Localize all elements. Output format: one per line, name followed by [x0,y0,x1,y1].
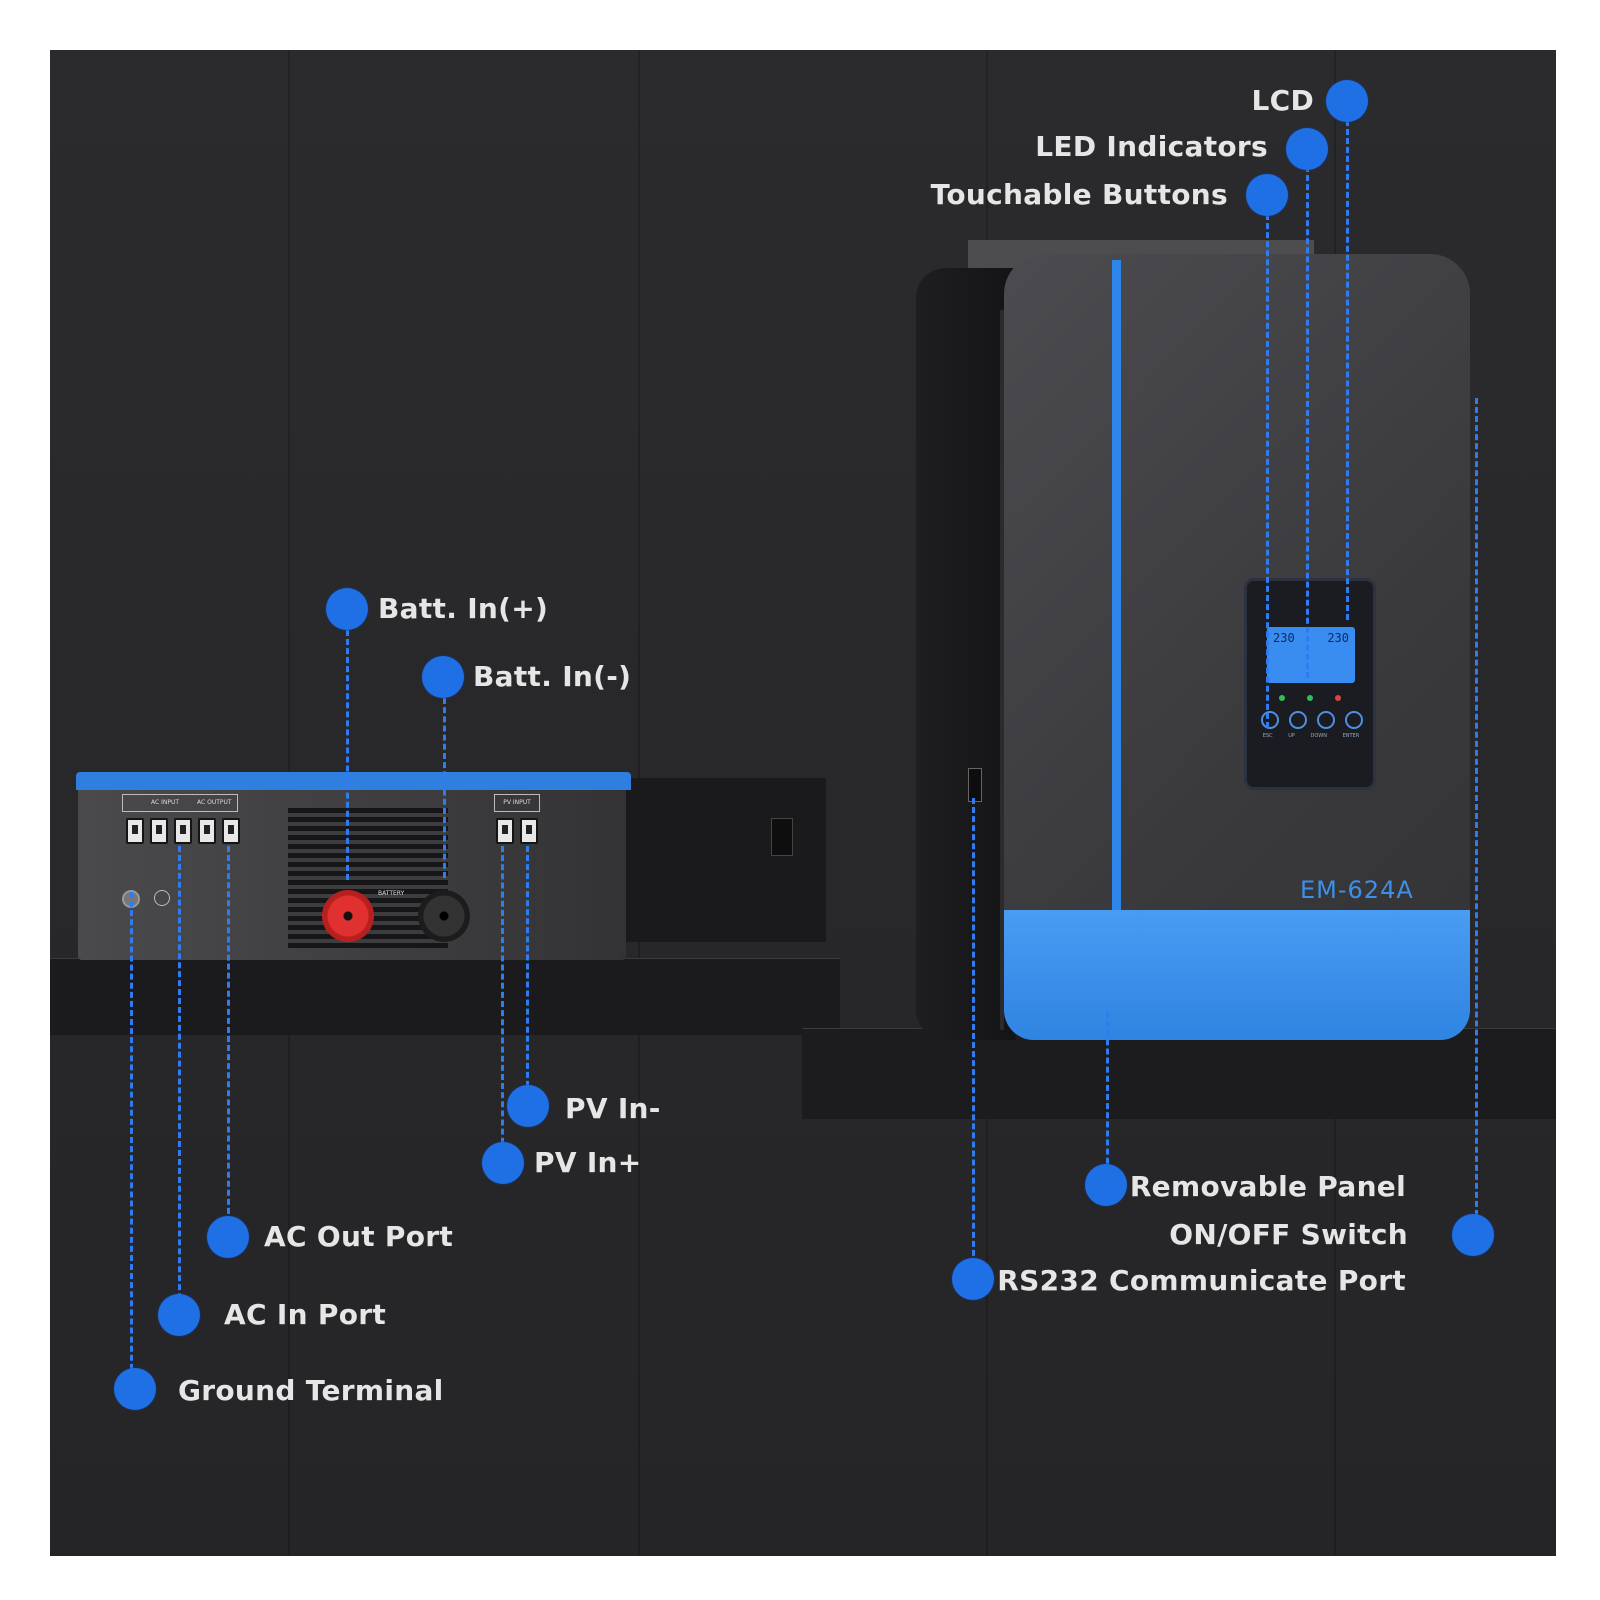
pv-input-label: PV INPUT [503,799,531,806]
left-shelf [50,958,840,1035]
led-leader [1306,166,1309,678]
pv-minus-label: PV In- [565,1092,661,1125]
pv-minus-dot [507,1085,549,1127]
battery-positive-terminal [322,890,374,942]
pv-positive-terminal [496,818,514,844]
ac-output-label: AC OUTPUT [197,799,232,806]
diagram-canvas: AC INPUT AC OUTPUT BATTERY PV INPUT [50,50,1556,1556]
ground-leader [130,892,133,1388]
lcd-right-readout: 230 [1327,631,1349,645]
rs232-leader [972,798,975,1274]
side-edge-highlight [1000,310,1004,1030]
ac-in-label: AC In Port [224,1298,387,1331]
pv-terminal-label-strip: PV INPUT [494,794,540,812]
touch-button-esc [1261,711,1279,729]
ac-input-label: AC INPUT [151,799,180,806]
pv-plus-label: PV In+ [534,1146,642,1179]
pv-plus-dot [482,1142,524,1184]
rs232-port [968,768,982,802]
removable-panel-dot [1085,1164,1127,1206]
ac-output-n-terminal [222,818,240,844]
led-indicators-label: LED Indicators [1035,130,1268,163]
buttons-leader [1266,214,1269,728]
side-port-cover [771,818,793,856]
lcd-leader [1346,120,1349,620]
inverter-front-view: EM-624A 230 230 ESC UP DOWN ENTER [916,240,1476,1040]
inverter-bottom-view: AC INPUT AC OUTPUT BATTERY PV INPUT [76,772,826,960]
led-indicator-inv [1307,695,1313,701]
removable-panel-leader [1106,1012,1109,1182]
ac-in-leader [178,846,181,1308]
btn-label-enter: ENTER [1342,733,1360,739]
batt-plus-label: Batt. In(+) [378,592,549,625]
on-off-switch-dot [1452,1214,1494,1256]
pv-negative-terminal [520,818,538,844]
ac-output-l-terminal [198,818,216,844]
on-off-switch-label: ON/OFF Switch [1169,1218,1408,1251]
lcd-left-readout: 230 [1273,631,1295,645]
ground-screw-terminal [126,818,144,844]
ground-terminal-dot [114,1368,156,1410]
btn-label-esc: ESC [1262,733,1273,739]
lcd-screen: 230 230 [1267,627,1355,683]
lcd-label: LCD [1251,84,1314,117]
batt-minus-leader [443,698,446,878]
ac-out-leader [227,846,230,1232]
rs232-dot [952,1258,994,1300]
front-face [1004,254,1470,1040]
battery-label: BATTERY [378,890,405,897]
inverter-side-panel [916,268,1016,1040]
batt-minus-label: Batt. In(-) [473,660,632,693]
touch-button-down [1317,711,1335,729]
battery-negative-terminal [418,890,470,942]
inverter-side-body [606,778,826,942]
led-indicator-ac [1279,695,1285,701]
btn-label-down: DOWN [1310,733,1327,739]
control-panel: 230 230 ESC UP DOWN ENTER [1244,578,1376,790]
model-label: EM-624A [1300,876,1414,904]
batt-plus-leader [346,630,349,880]
on-off-leader [1475,398,1478,1234]
ac-terminal-label-strip: AC INPUT AC OUTPUT [122,794,238,812]
touchable-buttons-label: Touchable Buttons [930,178,1228,211]
removable-panel [1004,910,1470,1040]
pv-minus-leader [526,846,529,1114]
btn-label-up: UP [1288,733,1295,739]
ac-in-dot [158,1294,200,1336]
pv-plus-leader [501,846,504,1162]
front-blue-stripe [1112,260,1121,910]
touch-button-up [1289,711,1307,729]
bottom-blue-band [76,772,631,790]
ac-out-dot [207,1216,249,1258]
ground-terminal-label: Ground Terminal [178,1374,444,1407]
ac-out-label: AC Out Port [264,1220,454,1253]
touch-button-enter [1345,711,1363,729]
ground-symbol-icon [154,890,170,906]
batt-minus-dot [422,656,464,698]
right-shelf [802,1028,1556,1119]
touch-button-labels: ESC UP DOWN ENTER [1255,733,1367,739]
ac-input-l-terminal [150,818,168,844]
led-indicators-dot [1286,128,1328,170]
touchable-buttons-dot [1246,174,1288,216]
led-indicator-fault [1335,695,1341,701]
ac-input-n-terminal [174,818,192,844]
rs232-label: RS232 Communicate Port [997,1264,1406,1297]
removable-panel-label: Removable Panel [1129,1170,1406,1203]
lcd-dot [1326,80,1368,122]
batt-plus-dot [326,588,368,630]
